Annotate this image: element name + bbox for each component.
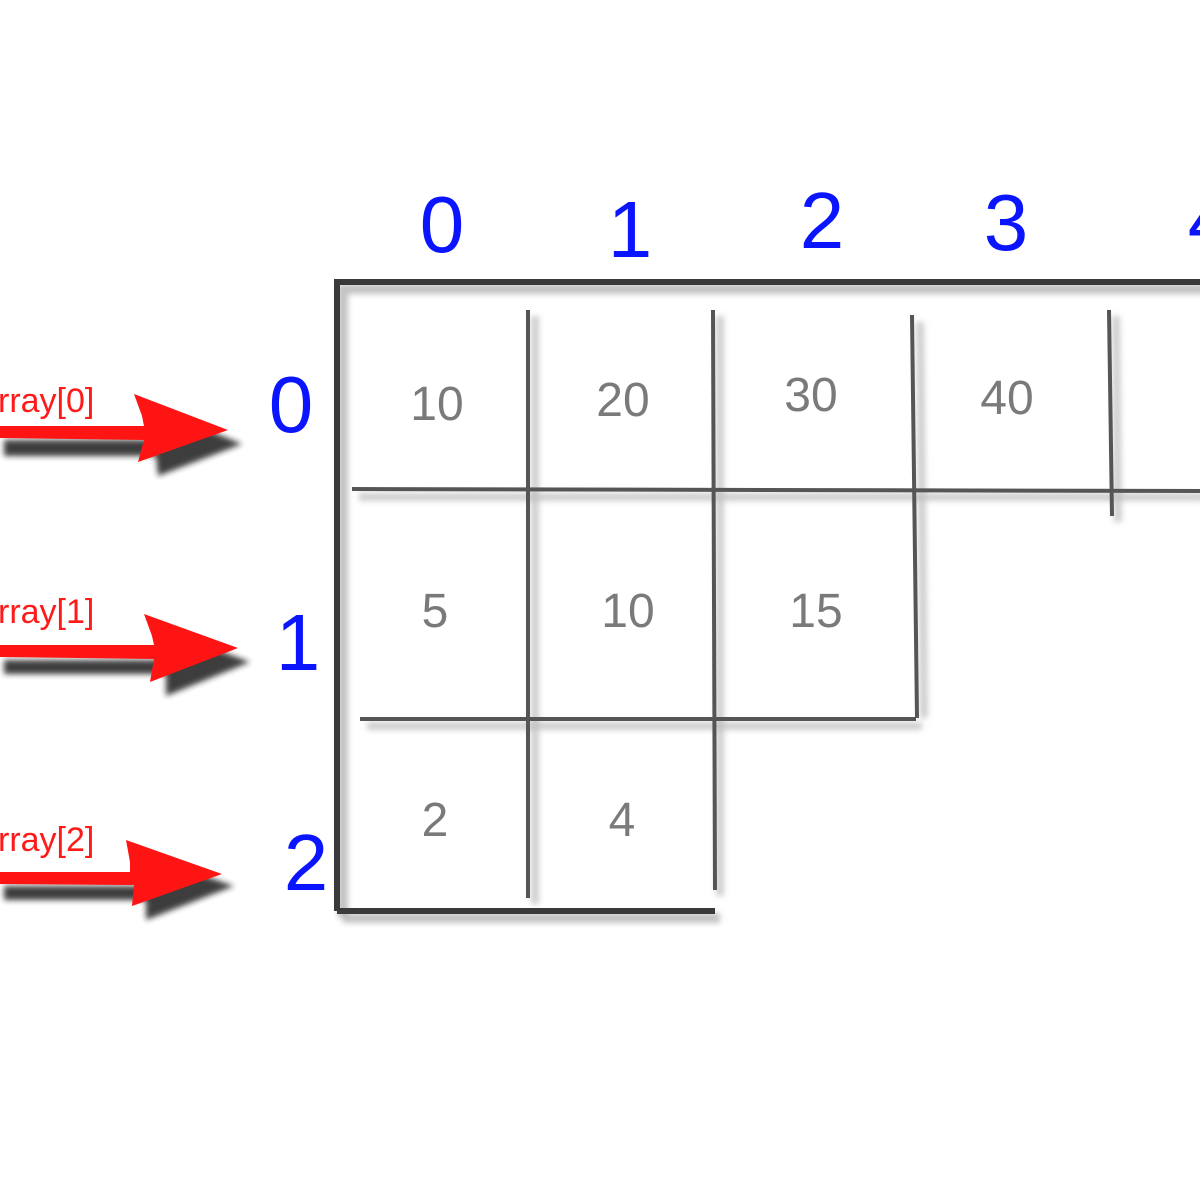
column-index-0: 0 (420, 180, 465, 269)
pointer-arrow-row-2 (0, 840, 234, 920)
row-1-cells: 5 10 15 (422, 585, 843, 638)
cell-0-3: 40 (980, 372, 1033, 425)
array-grid (334, 279, 1200, 914)
row-index-0: 0 (269, 360, 314, 449)
column-index-4: 4 (1188, 176, 1200, 265)
column-divider-4 (1107, 309, 1114, 517)
column-indices: 0 1 2 3 4 (420, 176, 1200, 274)
cell-2-0: 2 (422, 794, 449, 847)
pointer-label-row-1: rray[1] (0, 593, 94, 631)
cell-1-2: 15 (789, 585, 842, 638)
pointer-label-row-2: rray[2] (0, 821, 94, 859)
row-0-cells: 10 20 30 40 5 (410, 369, 1200, 431)
cell-0-1: 20 (596, 374, 649, 427)
row-pointer-labels: rray[0] rray[1] rray[2] (0, 382, 94, 859)
cell-0-4: 5 (1199, 372, 1200, 425)
cell-2-1: 4 (609, 794, 636, 847)
cell-1-0: 5 (422, 585, 449, 638)
column-divider-2 (711, 309, 717, 891)
outer-frame (334, 279, 1200, 911)
pointer-label-row-0: rray[0] (0, 382, 94, 420)
cell-0-0: 10 (410, 378, 463, 431)
pointer-arrow-row-1 (0, 614, 250, 696)
row-divider-0 (351, 487, 1200, 493)
column-index-3: 3 (984, 178, 1029, 267)
row-index-1: 1 (276, 598, 321, 687)
row-2-cells: 2 4 (422, 794, 636, 847)
cell-0-2: 30 (784, 369, 837, 422)
cell-1-1: 10 (601, 585, 654, 638)
pointer-arrow-row-0 (0, 394, 242, 476)
column-index-2: 2 (800, 176, 845, 265)
row-indices: 0 1 2 (269, 360, 329, 907)
grid-shadows (338, 284, 1200, 923)
column-divider-3 (910, 314, 919, 719)
row-index-2: 2 (284, 818, 329, 907)
column-index-1: 1 (608, 185, 653, 274)
